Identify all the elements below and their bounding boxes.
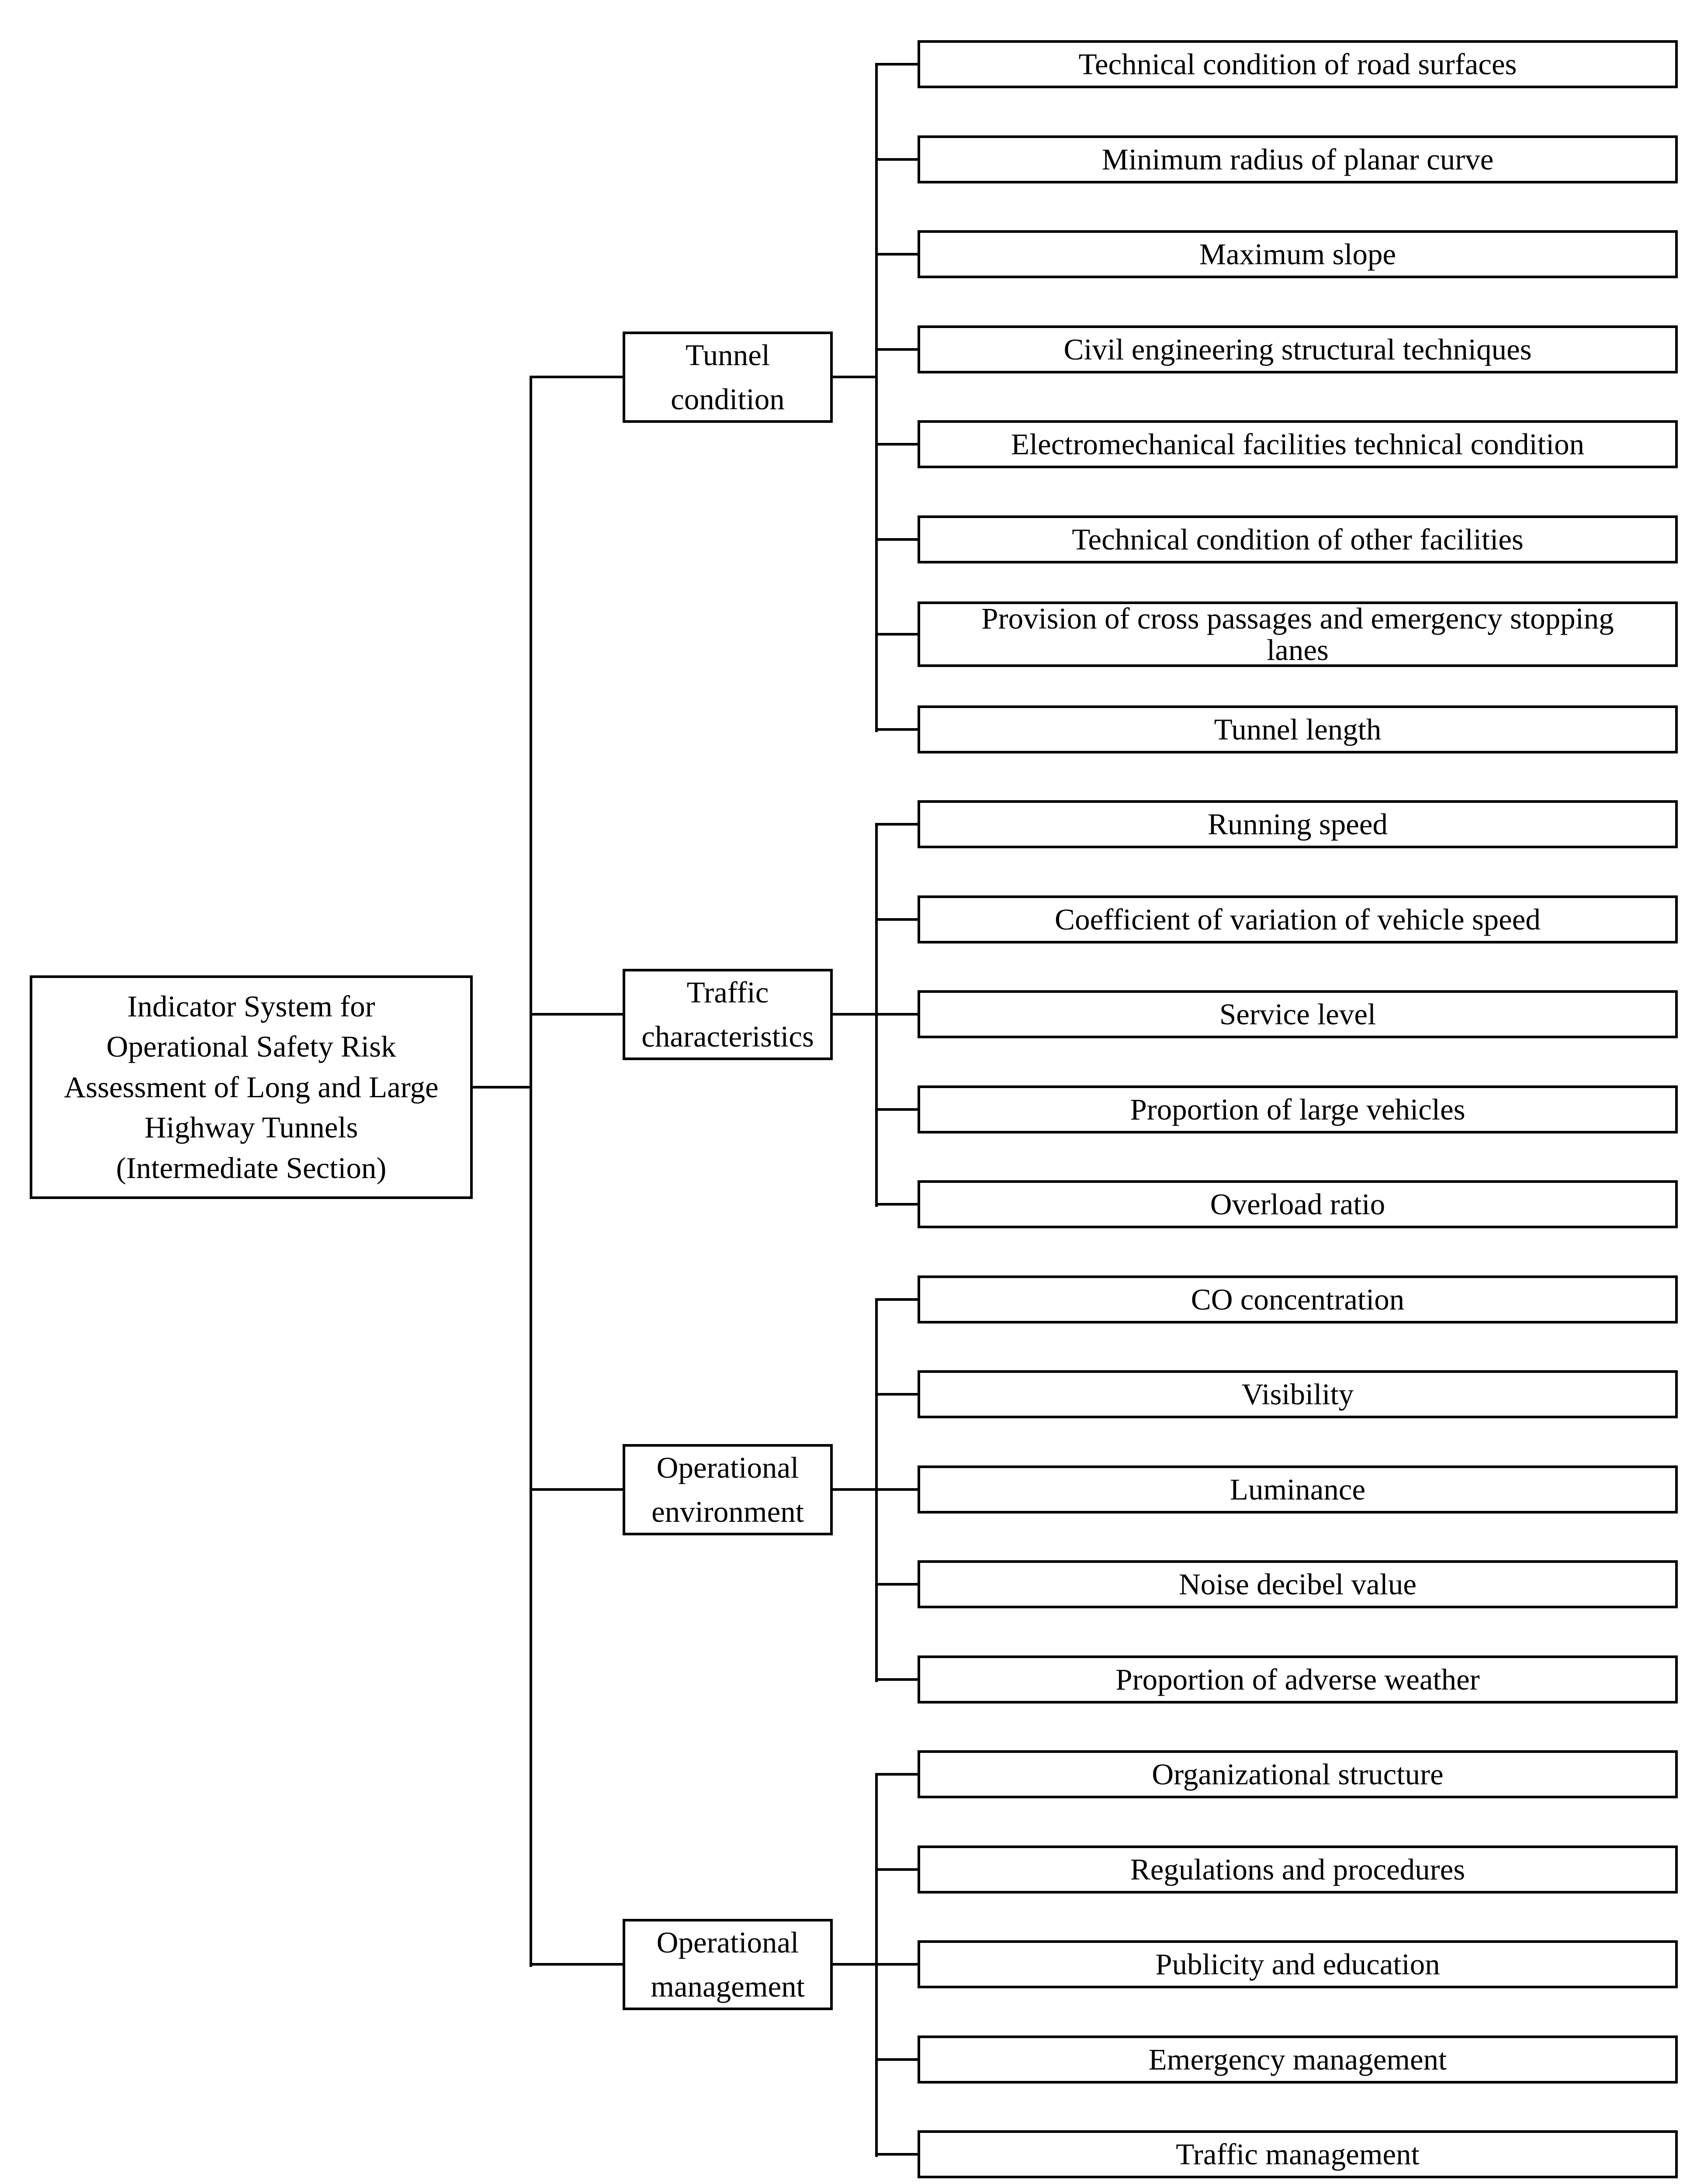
leaf-stub-line: [875, 1678, 918, 1681]
leaf-label: Minimum radius of planar curve: [1101, 142, 1494, 176]
leaf-node: Visibility: [918, 1370, 1678, 1418]
category-bus-connector-line: [833, 1488, 875, 1491]
category-label: Operational environment: [651, 1451, 804, 1528]
category-bus-connector-line: [833, 1013, 875, 1016]
category-node-operational-management: Operational management: [623, 1919, 833, 2010]
leaf-node: Provision of cross passages and emergenc…: [918, 601, 1678, 667]
leaf-node: Civil engineering structural techniques: [918, 325, 1678, 373]
leaf-stub-line: [875, 918, 918, 921]
leaf-stub-line: [875, 728, 918, 731]
leaf-stub-line: [875, 63, 918, 66]
leaf-label: Emergency management: [1148, 2042, 1447, 2076]
root-node-label: Indicator System for Operational Safety …: [64, 989, 439, 1185]
leaf-label: Running speed: [1207, 807, 1388, 841]
leaf-label: Visibility: [1241, 1377, 1354, 1411]
leaf-stub-line: [875, 1298, 918, 1301]
leaf-node: Proportion of adverse weather: [918, 1655, 1678, 1704]
category-stub-line: [530, 1963, 623, 1966]
leaf-node: Coefficient of variation of vehicle spee…: [918, 895, 1678, 943]
group-bus-line: [875, 63, 878, 732]
leaf-label: Proportion of adverse weather: [1115, 1662, 1480, 1696]
leaf-stub-line: [875, 1013, 918, 1016]
category-label: Tunnel condition: [671, 339, 785, 416]
leaf-stub-line: [875, 1773, 918, 1776]
leaf-label: CO concentration: [1191, 1282, 1405, 1316]
leaf-label: Maximum slope: [1199, 237, 1396, 271]
category-stub-line: [530, 1488, 623, 1491]
leaf-label: Service level: [1219, 997, 1376, 1031]
category-label: Operational management: [651, 1926, 805, 2003]
category-node-traffic-characteristics: Traffic characteristics: [623, 969, 833, 1060]
leaf-node: Emergency management: [918, 2035, 1678, 2084]
leaf-stub-line: [875, 2058, 918, 2061]
leaf-label: Proportion of large vehicles: [1130, 1092, 1465, 1126]
leaf-label: Technical condition of road surfaces: [1078, 47, 1517, 81]
leaf-stub-line: [875, 823, 918, 826]
leaf-node: Overload ratio: [918, 1180, 1678, 1228]
leaf-stub-line: [875, 633, 918, 636]
leaf-node: Minimum radius of planar curve: [918, 135, 1678, 183]
leaf-stub-line: [875, 1868, 918, 1871]
category-bus-connector-line: [833, 376, 875, 378]
leaf-stub-line: [875, 253, 918, 256]
leaf-label: Tunnel length: [1214, 712, 1382, 746]
leaf-stub-line: [875, 348, 918, 351]
leaf-label: Traffic management: [1176, 2137, 1420, 2171]
leaf-node: Electromechanical facilities technical c…: [918, 420, 1678, 468]
leaf-node: Luminance: [918, 1465, 1678, 1514]
trunk-line: [530, 376, 532, 1967]
leaf-node: Regulations and procedures: [918, 1845, 1678, 1894]
category-bus-connector-line: [833, 1963, 875, 1966]
leaf-stub-line: [875, 538, 918, 541]
leaf-node: Proportion of large vehicles: [918, 1085, 1678, 1133]
leaf-label: Publicity and education: [1155, 1947, 1440, 1981]
leaf-label: Noise decibel value: [1178, 1567, 1417, 1601]
leaf-node: Publicity and education: [918, 1940, 1678, 1988]
leaf-node: CO concentration: [918, 1275, 1678, 1324]
leaf-node: Noise decibel value: [918, 1560, 1678, 1608]
leaf-node: Traffic management: [918, 2130, 1678, 2178]
leaf-label: Coefficient of variation of vehicle spee…: [1055, 902, 1541, 936]
leaf-node: Service level: [918, 990, 1678, 1038]
category-stub-line: [530, 376, 623, 378]
leaf-node: Tunnel length: [918, 705, 1678, 753]
leaf-stub-line: [875, 2153, 918, 2156]
leaf-stub-line: [875, 1108, 918, 1111]
leaf-label: Civil engineering structural techniques: [1063, 332, 1532, 366]
leaf-label: Regulations and procedures: [1130, 1852, 1465, 1886]
leaf-stub-line: [875, 1393, 918, 1396]
category-stub-line: [530, 1013, 623, 1016]
leaf-stub-line: [875, 158, 918, 161]
leaf-node: Organizational structure: [918, 1750, 1678, 1798]
leaf-node: Technical condition of road surfaces: [918, 40, 1678, 88]
root-connector-line: [473, 1086, 530, 1089]
leaf-node: Maximum slope: [918, 230, 1678, 278]
leaf-label: Provision of cross passages and emergenc…: [981, 601, 1614, 667]
leaf-stub-line: [875, 443, 918, 446]
leaf-stub-line: [875, 1488, 918, 1491]
category-label: Traffic characteristics: [641, 976, 814, 1053]
leaf-node: Technical condition of other facilities: [918, 515, 1678, 563]
leaf-label: Electromechanical facilities technical c…: [1011, 427, 1585, 461]
leaf-label: Luminance: [1229, 1472, 1366, 1506]
leaf-node: Running speed: [918, 800, 1678, 848]
category-node-operational-environment: Operational environment: [623, 1444, 833, 1535]
leaf-label: Organizational structure: [1152, 1757, 1444, 1791]
leaf-stub-line: [875, 1203, 918, 1206]
leaf-stub-line: [875, 1963, 918, 1966]
leaf-label: Overload ratio: [1210, 1187, 1385, 1221]
root-node: Indicator System for Operational Safety …: [30, 975, 473, 1199]
category-node-tunnel-condition: Tunnel condition: [623, 332, 833, 423]
leaf-label: Technical condition of other facilities: [1072, 522, 1524, 556]
leaf-stub-line: [875, 1583, 918, 1586]
